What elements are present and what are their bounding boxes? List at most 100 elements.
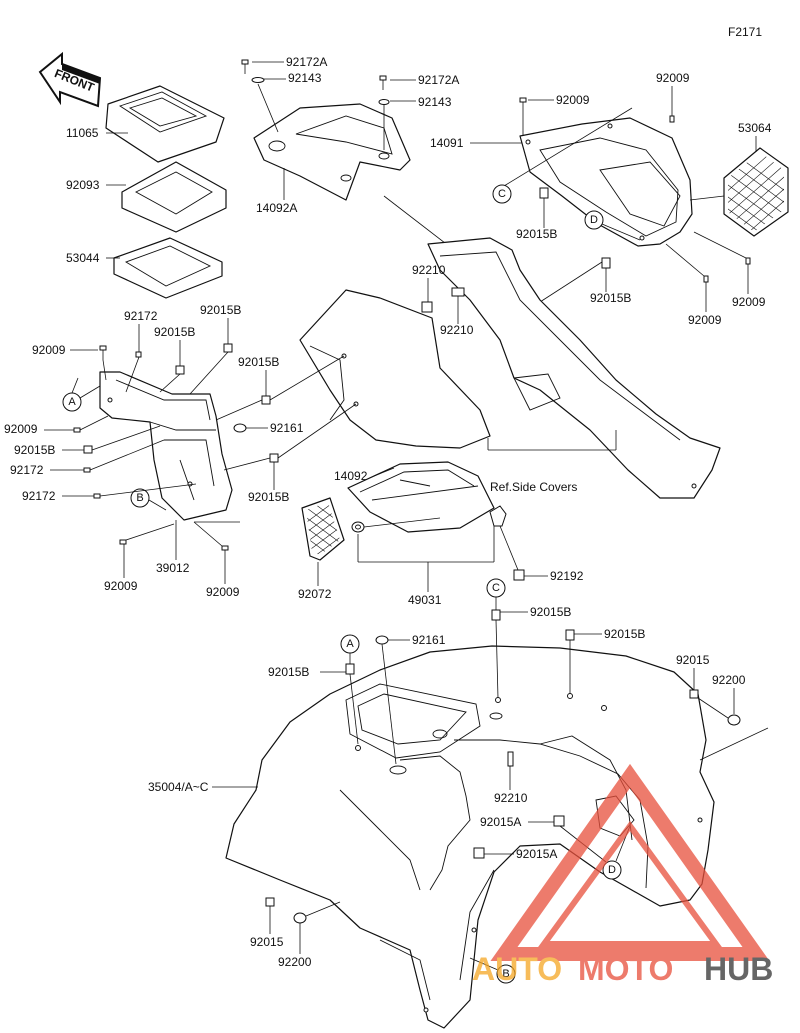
fender-35004 — [225, 645, 715, 1029]
cap-92161-1 — [233, 423, 247, 433]
label-92143-2: 92143 — [418, 95, 452, 109]
label-92200-b: 92200 — [278, 955, 312, 969]
label-92009-r1: 92009 — [732, 295, 766, 309]
watermark-auto: AUTO — [472, 951, 562, 987]
label-92015b-l1: 92015B — [154, 325, 195, 339]
label-92015b-a2: 92015B — [268, 665, 309, 679]
label-92015a-2: 92015A — [516, 847, 557, 861]
label-11065: 11065 — [66, 126, 99, 140]
label-35004: 35004/A~C — [148, 780, 209, 794]
label-92015b-d: 92015B — [590, 291, 631, 305]
grille-53064 — [723, 147, 789, 237]
collar-92015b-d — [601, 257, 611, 269]
screw-92172-3 — [93, 493, 101, 499]
label-92210-3: 92210 — [494, 791, 528, 805]
label-49031: 49031 — [408, 593, 442, 607]
clip-92210-2 — [451, 287, 465, 297]
svg-text:C: C — [492, 582, 500, 594]
label-92172-3: 92172 — [22, 489, 56, 503]
label-14092: 14092 — [334, 469, 368, 483]
label-92015-b: 92015 — [250, 935, 284, 949]
label-92009-l2: 92009 — [4, 422, 38, 436]
label-92210-2: 92210 — [440, 323, 474, 337]
label-92015b-l3: 92015B — [14, 443, 55, 457]
cover-11065 — [105, 85, 225, 163]
callout-b-left: B — [130, 488, 150, 508]
label-92210-1: 92210 — [412, 263, 446, 277]
clip-92210-1 — [421, 301, 433, 313]
callout-d-top: D — [584, 210, 604, 230]
label-92009-l1: 92009 — [32, 343, 66, 357]
screw-92009-b1 — [119, 539, 127, 545]
label-92161-2: 92161 — [412, 633, 446, 647]
collar-92015-r — [689, 689, 699, 699]
bumper-92192 — [513, 569, 525, 581]
callout-c-bottom: C — [486, 578, 506, 598]
collar-92015b-c — [539, 187, 549, 199]
svg-text:D: D — [608, 864, 616, 876]
washer-92200-r — [727, 714, 741, 726]
ref-side-cover — [427, 237, 721, 499]
collar-92015b-l2 — [223, 343, 233, 353]
reference-label: Ref.Side Covers — [490, 480, 577, 494]
watermark-logo: AUTO MOTO HUB — [472, 763, 773, 987]
label-92072: 92072 — [298, 587, 332, 601]
label-92015b-l4: 92015B — [238, 355, 279, 369]
collar-92015b-l1 — [175, 365, 185, 375]
label-92161-1: 92161 — [270, 421, 304, 435]
label-92172a-1: 92172A — [286, 55, 327, 69]
svg-text:A: A — [68, 396, 76, 408]
grille-92072 — [301, 497, 345, 561]
callout-a-bottom: A — [340, 634, 360, 654]
collar-92015b-l4 — [261, 395, 271, 405]
pin-92210-3 — [507, 751, 514, 767]
label-92009-b1: 92009 — [104, 579, 138, 593]
seal-53044 — [113, 237, 223, 299]
screw-92172-2 — [83, 467, 91, 473]
washer-92200-b — [293, 912, 307, 924]
cover-14092a — [253, 103, 411, 201]
screw-92009-l1 — [99, 345, 107, 360]
label-92143-1: 92143 — [288, 71, 322, 85]
label-53064: 53064 — [738, 121, 772, 135]
figure-code: F2171 — [728, 25, 762, 39]
collar-92015b-l3 — [83, 445, 93, 454]
latch-49031 — [489, 505, 507, 527]
label-92015b-l2: 92015B — [200, 303, 241, 317]
screw-92009-r1 — [745, 257, 751, 265]
callout-a-left: A — [62, 392, 82, 412]
label-92172-2: 92172 — [10, 463, 44, 477]
label-92009-top1: 92009 — [556, 93, 590, 107]
svg-text:A: A — [346, 638, 354, 650]
side-panel — [299, 289, 491, 449]
label-92009-top2: 92009 — [656, 71, 690, 85]
screw-92009-b2 — [221, 545, 229, 551]
callout-b-bottom: B — [496, 964, 516, 984]
label-92015b-l5: 92015B — [248, 490, 289, 504]
screw-92009-top1 — [519, 97, 527, 112]
collar-92015b-c2 — [491, 609, 501, 621]
lid-14092 — [347, 461, 495, 533]
washer-92143-1 — [251, 77, 265, 83]
clip-92015a-2 — [473, 847, 485, 859]
label-92172-1: 92172 — [124, 309, 158, 323]
collar-92015b-r3 — [565, 629, 575, 641]
label-92200-r: 92200 — [712, 673, 746, 687]
screw-92009-l2 — [73, 427, 81, 433]
label-92015b-r3: 92015B — [604, 627, 645, 641]
svg-text:B: B — [136, 492, 143, 504]
collar-92015-b — [265, 897, 275, 907]
front-arrow-icon: FRONT — [38, 51, 102, 108]
washer-92143-2 — [378, 99, 390, 105]
label-92009-b2: 92009 — [206, 585, 240, 599]
label-92015b-c: 92015B — [516, 227, 557, 241]
collar-92015b-l5 — [269, 453, 279, 463]
seal-92093 — [121, 161, 227, 233]
label-39012: 39012 — [156, 561, 190, 575]
label-92015a-1: 92015A — [480, 815, 521, 829]
svg-text:C: C — [498, 188, 506, 200]
label-14091: 14091 — [430, 136, 464, 150]
cap-92161-2 — [375, 635, 389, 645]
label-14092a: 14092A — [256, 201, 297, 215]
